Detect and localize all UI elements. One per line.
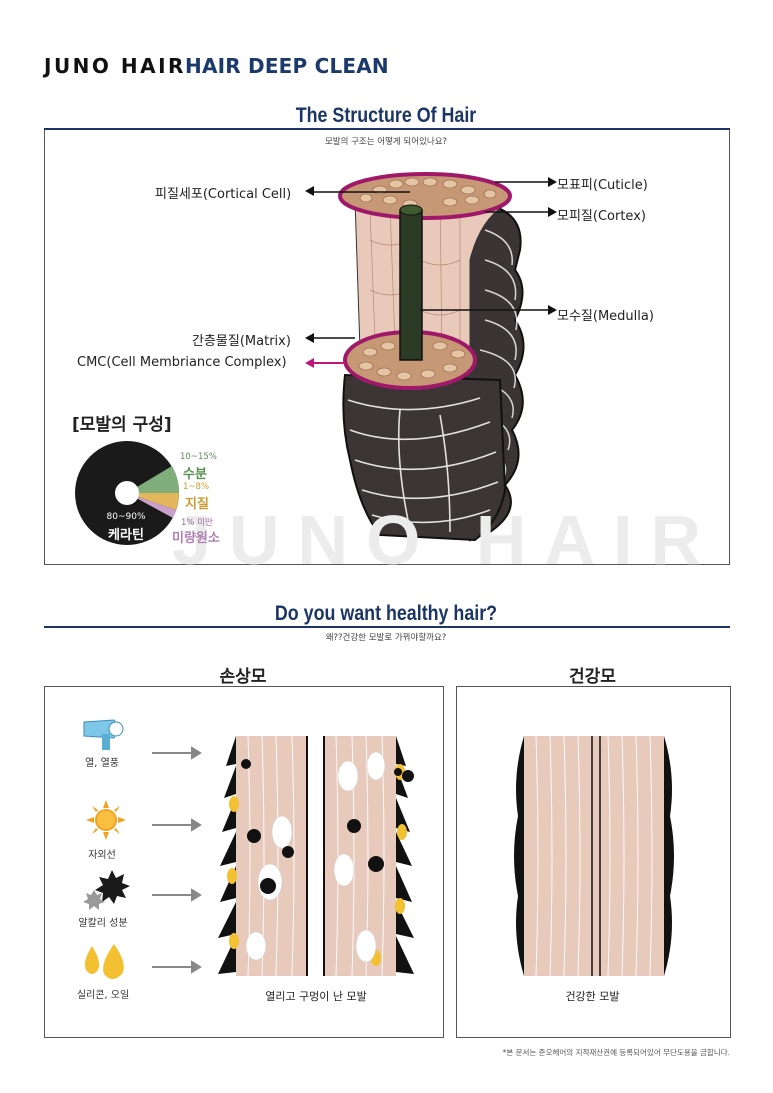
arrow-left-icon: [305, 358, 314, 368]
arrow-left-icon: [305, 186, 314, 196]
hair-dryer-icon: [83, 719, 124, 750]
keratin-label: 케라틴: [108, 528, 144, 543]
structure-rule: [44, 128, 730, 130]
lipid-label: 지질: [185, 497, 209, 512]
normal-title: 건강모: [569, 667, 616, 687]
composition-title: [모발의 구성]: [72, 415, 172, 435]
hair-structure-illustration: [310, 172, 550, 542]
label-cortex: 모피질(Cortex): [557, 209, 646, 224]
normal-caption: 건강한 모발: [565, 990, 620, 1003]
cause-uv: 자외선: [88, 850, 116, 861]
damaged-title: 손상모: [219, 667, 267, 687]
sun-icon: [86, 800, 126, 840]
arrow-right-icon: [548, 207, 557, 217]
watermark: JUNO HAIR: [172, 501, 720, 579]
water-label: 수분: [183, 467, 207, 482]
damaged-hair-illustration: [218, 735, 414, 977]
trace-label: 미량원소: [172, 531, 220, 546]
label-cortical-cell: 피질세포(Cortical Cell): [155, 187, 292, 202]
cause-oil: 실리콘, 오일: [76, 990, 130, 1001]
healthy-title: Do you want healthy hair?: [274, 602, 498, 625]
alkali-particle-icon: [83, 870, 130, 910]
oil-drop-icon: [84, 944, 124, 979]
header-subtitle: HAIR DEEP CLEAN: [185, 54, 389, 78]
healthy-rule: [44, 626, 730, 628]
label-medulla: 모수질(Medulla): [557, 309, 654, 324]
structure-subtitle: 모발의 구조는 어떻게 되어있나요?: [324, 137, 448, 147]
lipid-pct: 1~8%: [183, 482, 210, 492]
structure-title: The Structure Of Hair: [295, 104, 477, 127]
keratin-pct: 80~90%: [106, 512, 146, 522]
cause-heat: 열, 열풍: [85, 758, 119, 769]
label-matrix: 간층물질(Matrix): [192, 334, 291, 349]
pie-slice-lipid: [127, 493, 179, 510]
cause-alkali: 알칼리 성분: [78, 918, 128, 929]
healthy-subtitle: 왜??건강한 모발로 가꿔야할까요?: [325, 633, 447, 643]
damaged-caption: 열리고 구멍이 난 모발: [265, 990, 367, 1003]
composition-pie-chart: [75, 441, 180, 545]
arrows-group: [152, 746, 202, 974]
arrow-left-icon: [305, 333, 314, 343]
arrow-right-icon: [548, 177, 557, 187]
healthy-hair-illustration: [514, 735, 674, 977]
footnote: *본 문서는 준오헤어의 지적재산권에 등록되어있어 무단도용을 금합니다.: [502, 1048, 730, 1057]
trace-pct: 1% 미만: [181, 518, 213, 528]
arrow-right-icon: [548, 305, 557, 315]
water-pct: 10~15%: [180, 452, 217, 462]
pie-slice-trace: [127, 493, 176, 518]
brand-logo: JUNO HAIR: [44, 54, 186, 78]
label-cuticle: 모표피(Cuticle): [557, 178, 648, 193]
label-cmc: CMC(Cell Membriance Complex): [77, 355, 287, 370]
pie-slice-water: [127, 466, 180, 493]
